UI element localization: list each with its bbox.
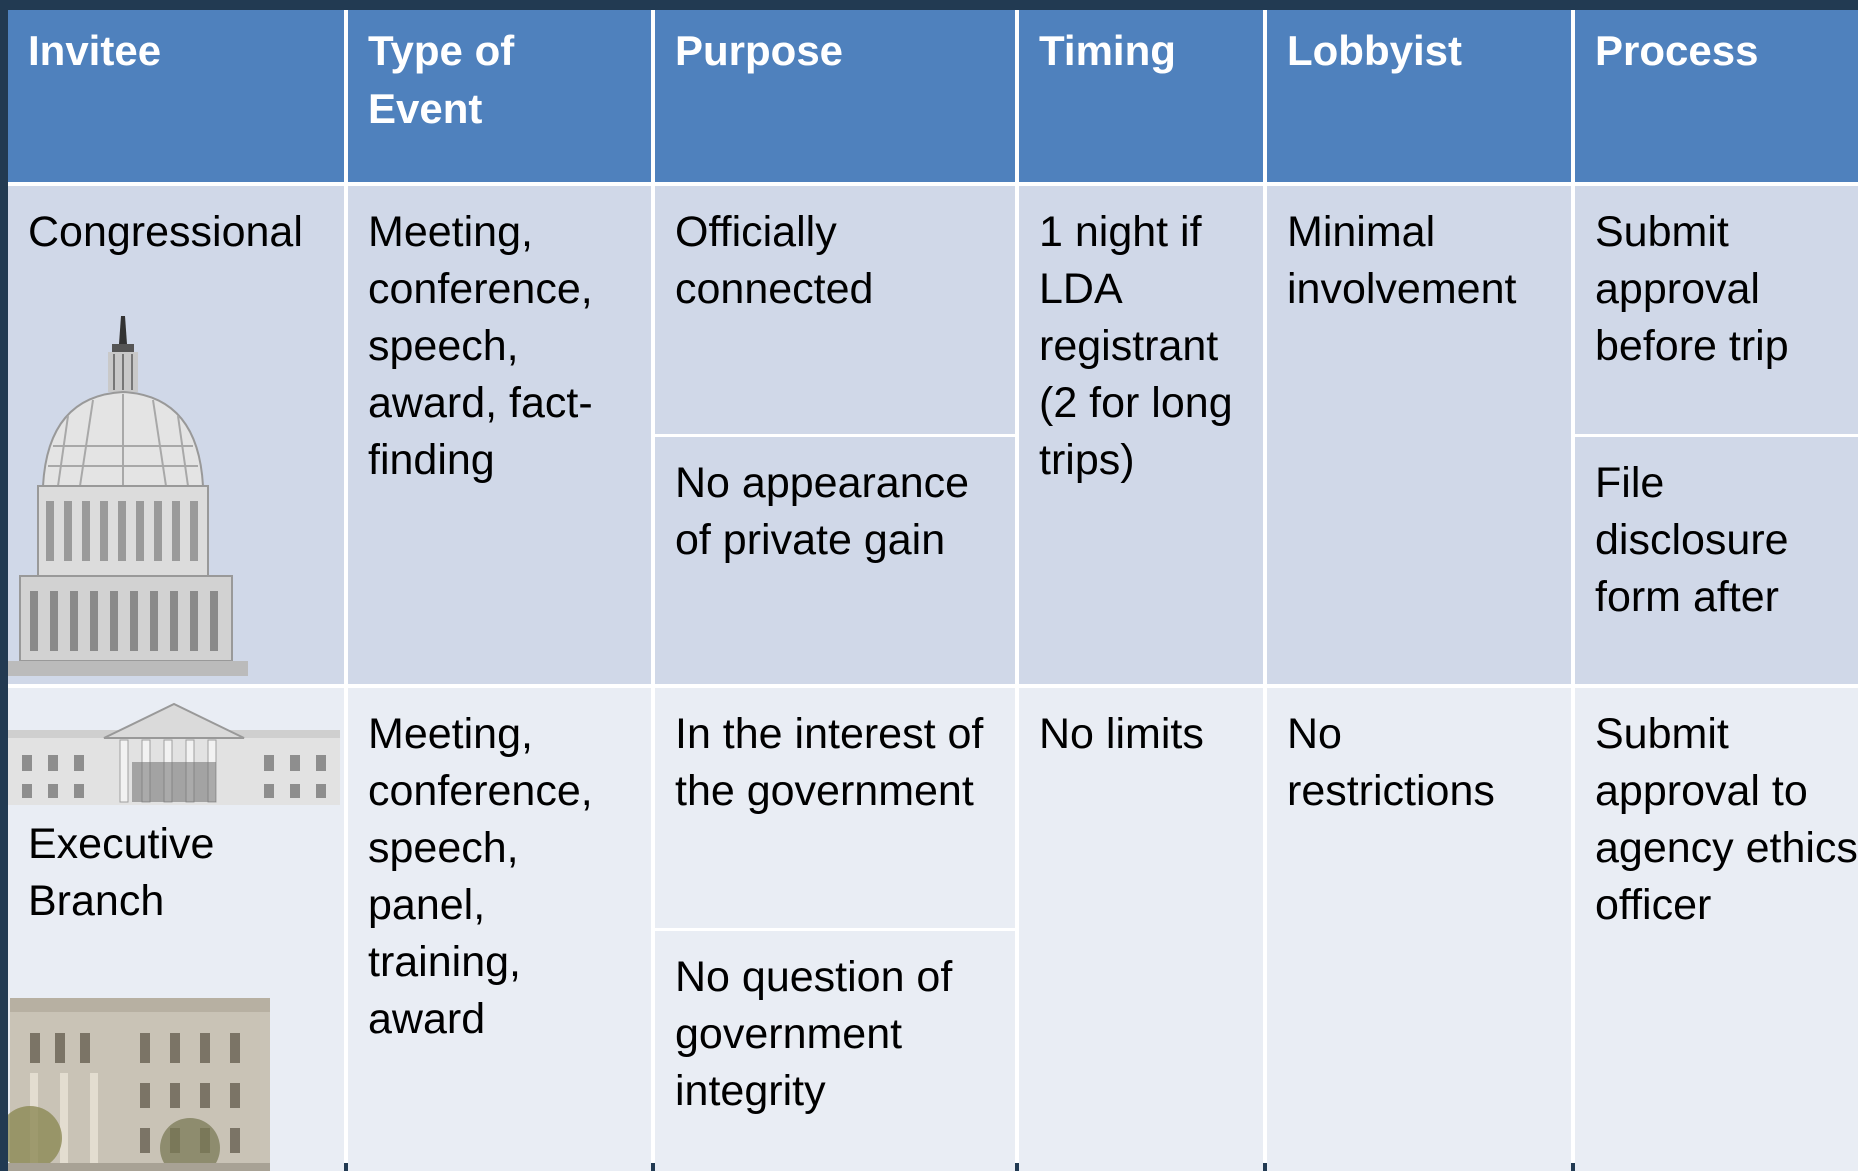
cell-timing-congressional: 1 night if LDA registrant (2 for long tr… (1019, 186, 1263, 684)
purpose-item: No appearance of private gain (655, 436, 1015, 684)
process-item: Submit approval before trip (1575, 186, 1858, 434)
cell-type-congressional: Meeting, conference, speech, award, fact… (348, 186, 651, 684)
header-timing: Timing (1019, 10, 1263, 182)
invitee-label: Congressional (28, 208, 303, 256)
purpose-item: No question of government integrity (655, 931, 1015, 1171)
header-purpose: Purpose (655, 10, 1015, 182)
cell-timing-executive: No limits (1019, 688, 1263, 1171)
cell-invitee-congressional: Congressional (8, 186, 344, 684)
capitol-dome-image (8, 296, 248, 676)
header-lobbyist: Lobbyist (1267, 10, 1571, 182)
cell-purpose-congressional: Officially connected No appearance of pr… (655, 186, 1015, 684)
header-invitee: Invitee (8, 10, 344, 182)
government-building-image (8, 988, 270, 1171)
header-type-of-event: Type of Event (348, 10, 651, 182)
cell-process-executive: Submit approval to agency ethics officer (1575, 688, 1858, 1171)
process-item: File disclosure form after (1575, 436, 1858, 684)
purpose-item: Officially connected (655, 186, 1015, 434)
events-table: Invitee Type of Event Purpose Timing Lob… (8, 10, 1858, 1171)
cell-process-congressional: Submit approval before trip File disclos… (1575, 186, 1858, 684)
cell-invitee-executive: Executive Branch (8, 688, 344, 1171)
cell-lobbyist-executive: No restrictions (1267, 688, 1571, 1171)
purpose-item: In the interest of the government (655, 688, 1015, 928)
cell-lobbyist-congressional: Minimal involvement (1267, 186, 1571, 684)
white-house-image (8, 702, 340, 805)
invitee-label: Executive Branch (28, 820, 215, 925)
header-process: Process (1575, 10, 1858, 182)
cell-type-executive: Meeting, conference, speech, panel, trai… (348, 688, 651, 1171)
cell-purpose-executive: In the interest of the government No que… (655, 688, 1015, 1171)
